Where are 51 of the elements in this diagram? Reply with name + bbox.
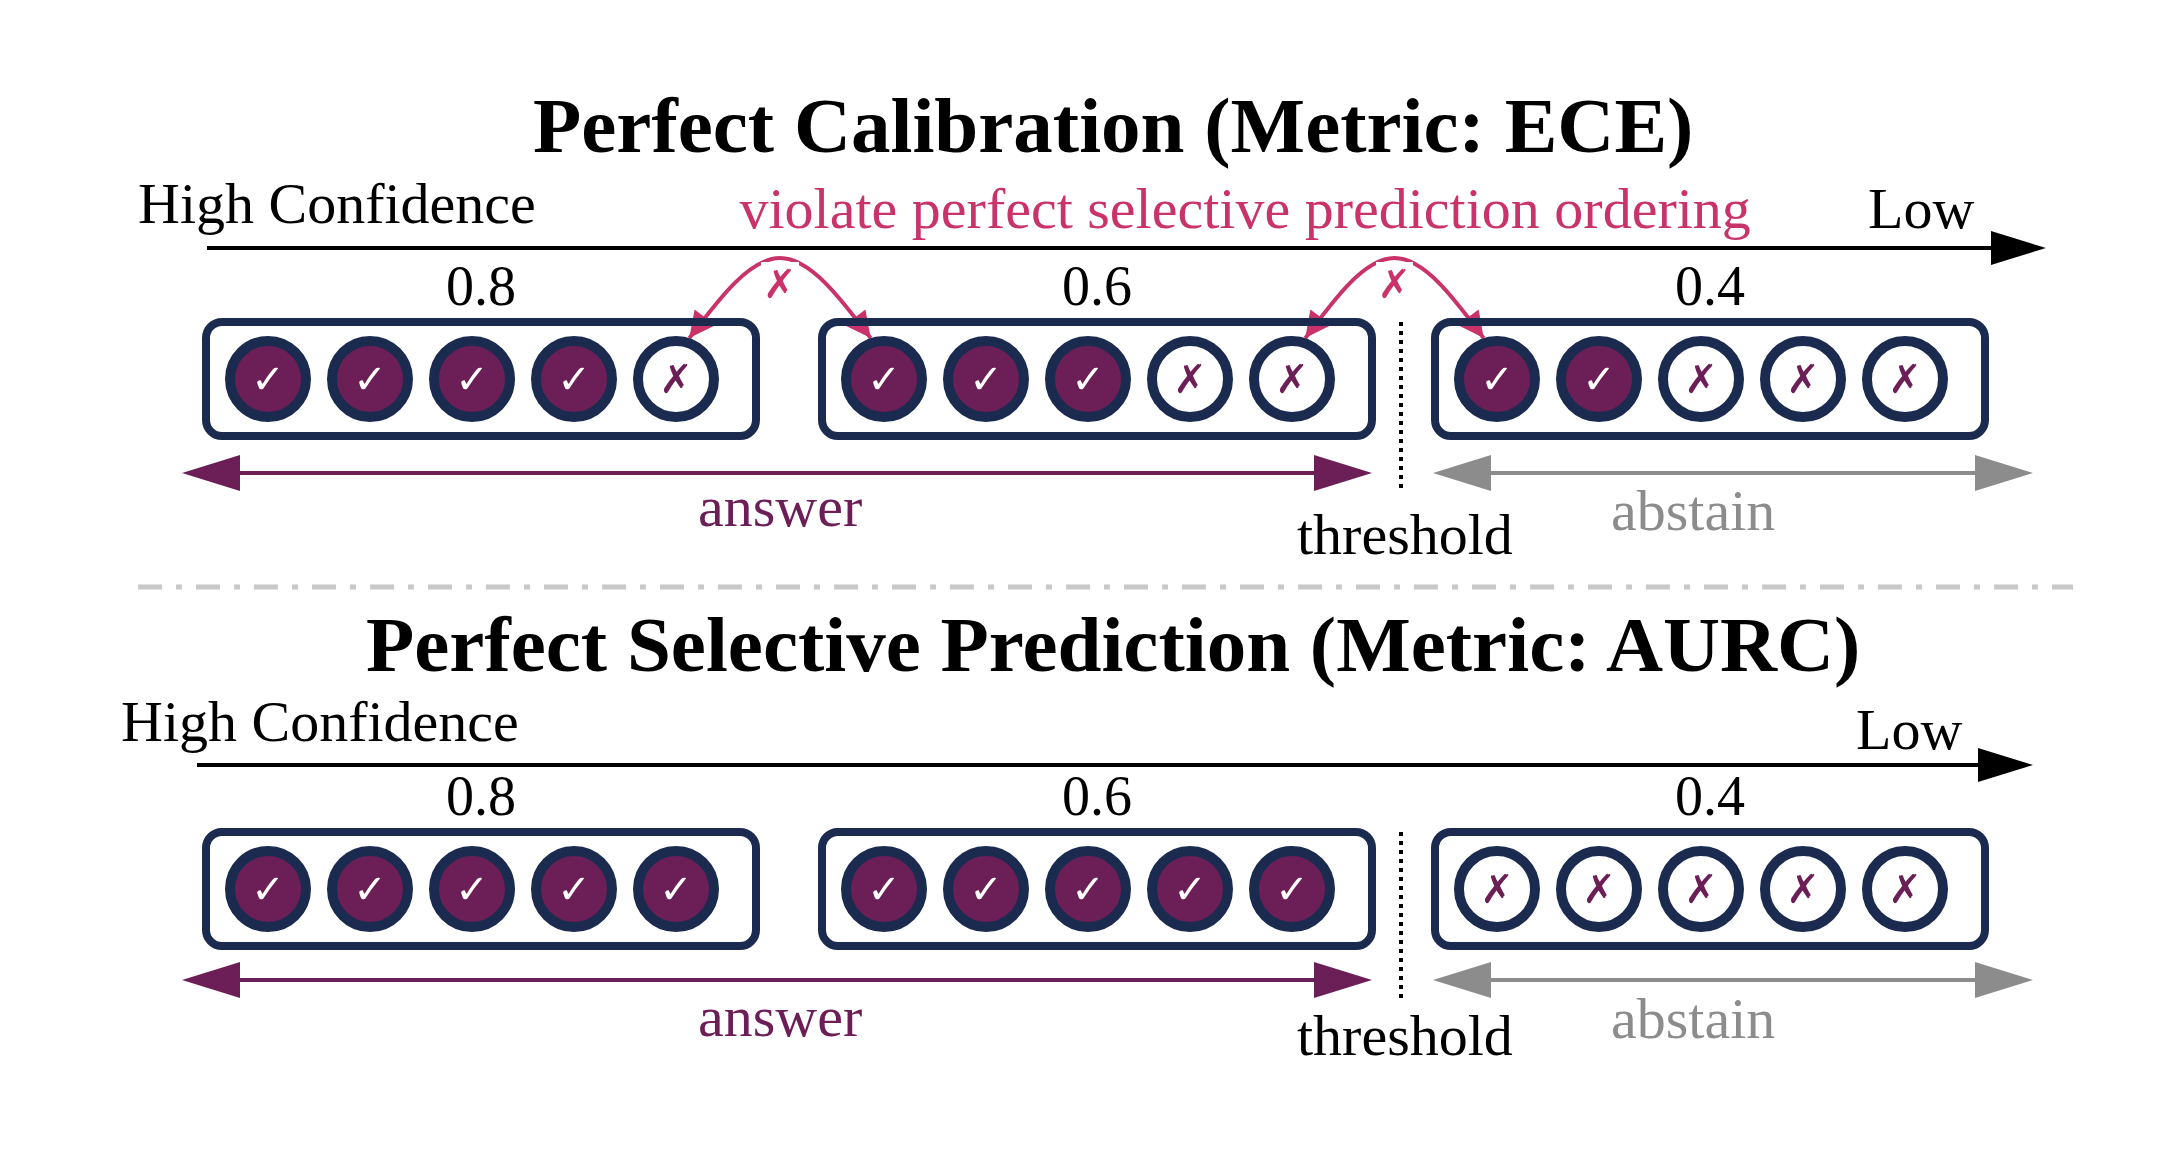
cross-mark: ✗ — [1888, 357, 1922, 401]
check-mark: ✓ — [455, 867, 489, 911]
check-mark: ✓ — [867, 867, 901, 911]
check-mark: ✓ — [353, 357, 387, 401]
axis-label: Low — [1856, 698, 1963, 762]
check-mark: ✓ — [1480, 357, 1514, 401]
score-label: 0.6 — [1062, 766, 1132, 828]
curved-arrow — [1303, 256, 1486, 340]
threshold-label: threshold — [1297, 1004, 1513, 1068]
cross-mark: ✗ — [1786, 867, 1820, 911]
score-label: 0.4 — [1675, 256, 1745, 318]
range-label: abstain — [1611, 987, 1776, 1051]
cross-mark: ✗ — [1684, 357, 1718, 401]
cross-mark: ✗ — [659, 357, 693, 401]
check-mark: ✓ — [455, 357, 489, 401]
axis-label: High Confidence — [138, 172, 536, 236]
check-mark: ✓ — [1071, 867, 1105, 911]
check-mark: ✓ — [867, 357, 901, 401]
range-label: answer — [698, 985, 863, 1049]
score-label: 0.6 — [1062, 256, 1132, 318]
cross-mark: ✗ — [1582, 867, 1616, 911]
check-mark: ✓ — [659, 867, 693, 911]
range-label: answer — [698, 475, 863, 539]
check-mark: ✓ — [353, 867, 387, 911]
cross-mark: ✗ — [1684, 867, 1718, 911]
check-mark: ✓ — [969, 867, 1003, 911]
curved-arrow — [687, 256, 873, 340]
check-mark: ✓ — [251, 357, 285, 401]
check-mark: ✓ — [251, 867, 285, 911]
check-mark: ✓ — [1275, 867, 1309, 911]
cross-mark: ✗ — [1480, 867, 1514, 911]
section-title: Perfect Selective Prediction (Metric: AURC) — [366, 601, 1861, 689]
section-title: Perfect Calibration (Metric: ECE) — [533, 82, 1694, 170]
cross-mark: ✗ — [1888, 867, 1922, 911]
check-mark: ✓ — [1582, 357, 1616, 401]
cross-mark: ✗ — [1173, 357, 1207, 401]
check-mark: ✓ — [557, 867, 591, 911]
axis-label: High Confidence — [121, 690, 519, 754]
check-mark: ✓ — [1071, 357, 1105, 401]
cross-mark: ✗ — [1275, 357, 1309, 401]
check-mark: ✓ — [969, 357, 1003, 401]
axis-label: Low — [1868, 177, 1975, 241]
range-label: abstain — [1611, 479, 1776, 543]
check-mark: ✓ — [1173, 867, 1207, 911]
threshold-label: threshold — [1297, 503, 1513, 567]
check-mark: ✓ — [557, 357, 591, 401]
cross-mark: ✗ — [1786, 357, 1820, 401]
score-label: 0.8 — [446, 256, 516, 318]
score-label: 0.4 — [1675, 766, 1745, 828]
score-label: 0.8 — [446, 766, 516, 828]
annotation-text: violate perfect selective prediction ordering — [739, 177, 1751, 241]
